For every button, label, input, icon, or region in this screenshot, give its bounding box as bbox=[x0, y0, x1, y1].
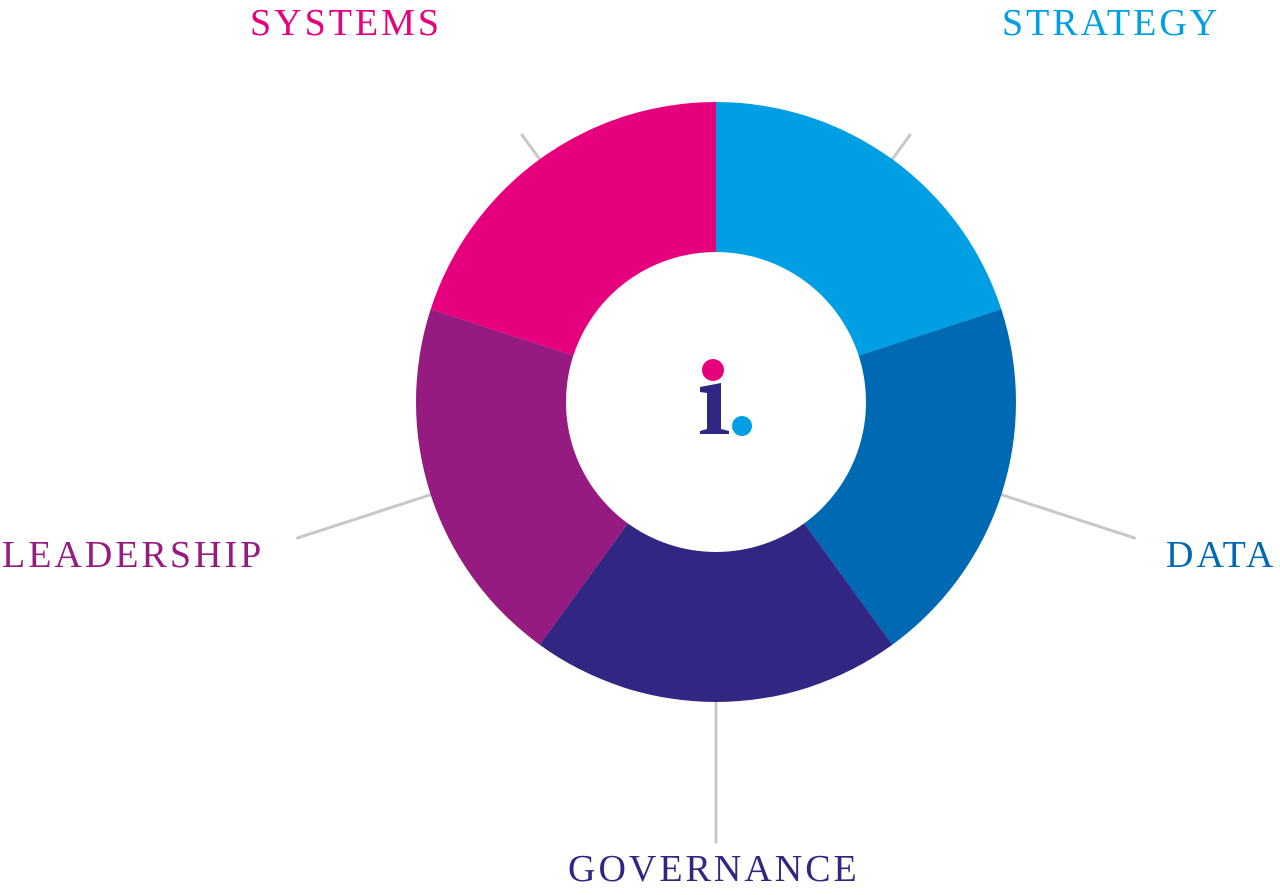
segment-governance bbox=[539, 523, 893, 702]
label-governance: GOVERNANCE bbox=[568, 848, 860, 890]
label-data: DATA bbox=[1166, 534, 1277, 576]
label-systems: SYSTEMS bbox=[250, 2, 443, 44]
logo-dot-top bbox=[702, 359, 724, 381]
connector-leadership bbox=[296, 491, 438, 540]
donut-ring bbox=[416, 102, 1016, 702]
label-leadership: LEADERSHIP bbox=[2, 534, 265, 576]
segment-data bbox=[804, 309, 1016, 645]
label-strategy: STRATEGY bbox=[1002, 2, 1221, 44]
i-dot-logo-icon bbox=[700, 359, 752, 436]
segment-strategy bbox=[716, 102, 1002, 356]
connector-data bbox=[994, 491, 1136, 540]
segment-systems bbox=[430, 102, 716, 356]
logo-stem bbox=[700, 383, 729, 434]
logo-dot-bottom bbox=[732, 416, 752, 436]
segment-leadership bbox=[416, 309, 628, 645]
